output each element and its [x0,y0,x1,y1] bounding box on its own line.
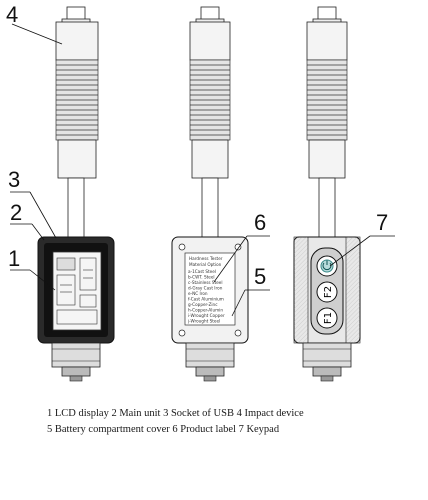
label-title-1: Hardness Tester [189,256,223,261]
device-front-view [37,6,115,382]
label-row: b-CWT. Steel [188,275,215,280]
f2-button-label: F2 [323,286,334,298]
label-row: i-Wrought Copper [188,313,225,318]
callout-1: 1 [8,246,20,271]
callout-7: 7 [376,210,388,235]
label-row: h-Copper-Alumin [188,308,223,313]
caption-line-1: 1 LCD display 2 Main unit 3 Socket of US… [47,408,304,419]
device-side-view: F2 F1 [293,6,361,382]
label-row: a-1Cast Steel [188,269,216,274]
f1-button[interactable]: F1 [316,307,338,329]
label-row: g-Copper-Zinc [188,302,218,307]
impact-device [55,21,99,61]
impact-device-grip [55,59,99,141]
device-back-view: Hardness Tester Material Option a-1Cast … [171,6,249,382]
screw-icon [234,329,242,337]
power-button[interactable] [316,255,338,277]
screw-icon [178,329,186,337]
leader-lines [10,23,395,317]
label-row: d-Gray Cast Iron [188,286,223,291]
device-diagram: Hardness Tester Material Option a-1Cast … [6,2,395,382]
caption-line-2: 5 Battery compartment cover 6 Product la… [47,424,280,435]
label-row: e-NC Iron [188,291,208,296]
callout-6: 6 [254,210,266,235]
power-icon [322,262,332,271]
lcd-content [56,257,98,325]
label-title-2: Material Option [189,262,222,267]
callout-2: 2 [10,200,22,225]
callout-4: 4 [6,2,18,27]
label-row: c-Stainless Steel [188,280,223,285]
f1-button-label: F1 [323,312,334,324]
label-row: f-Cast Aluminium [188,297,224,302]
label-row: j-Wrought Steel [187,319,220,324]
callout-5: 5 [254,264,266,289]
callout-3: 3 [8,167,20,192]
screw-icon [178,243,186,251]
screw-icon [234,243,242,251]
f2-button[interactable]: F2 [316,281,338,303]
